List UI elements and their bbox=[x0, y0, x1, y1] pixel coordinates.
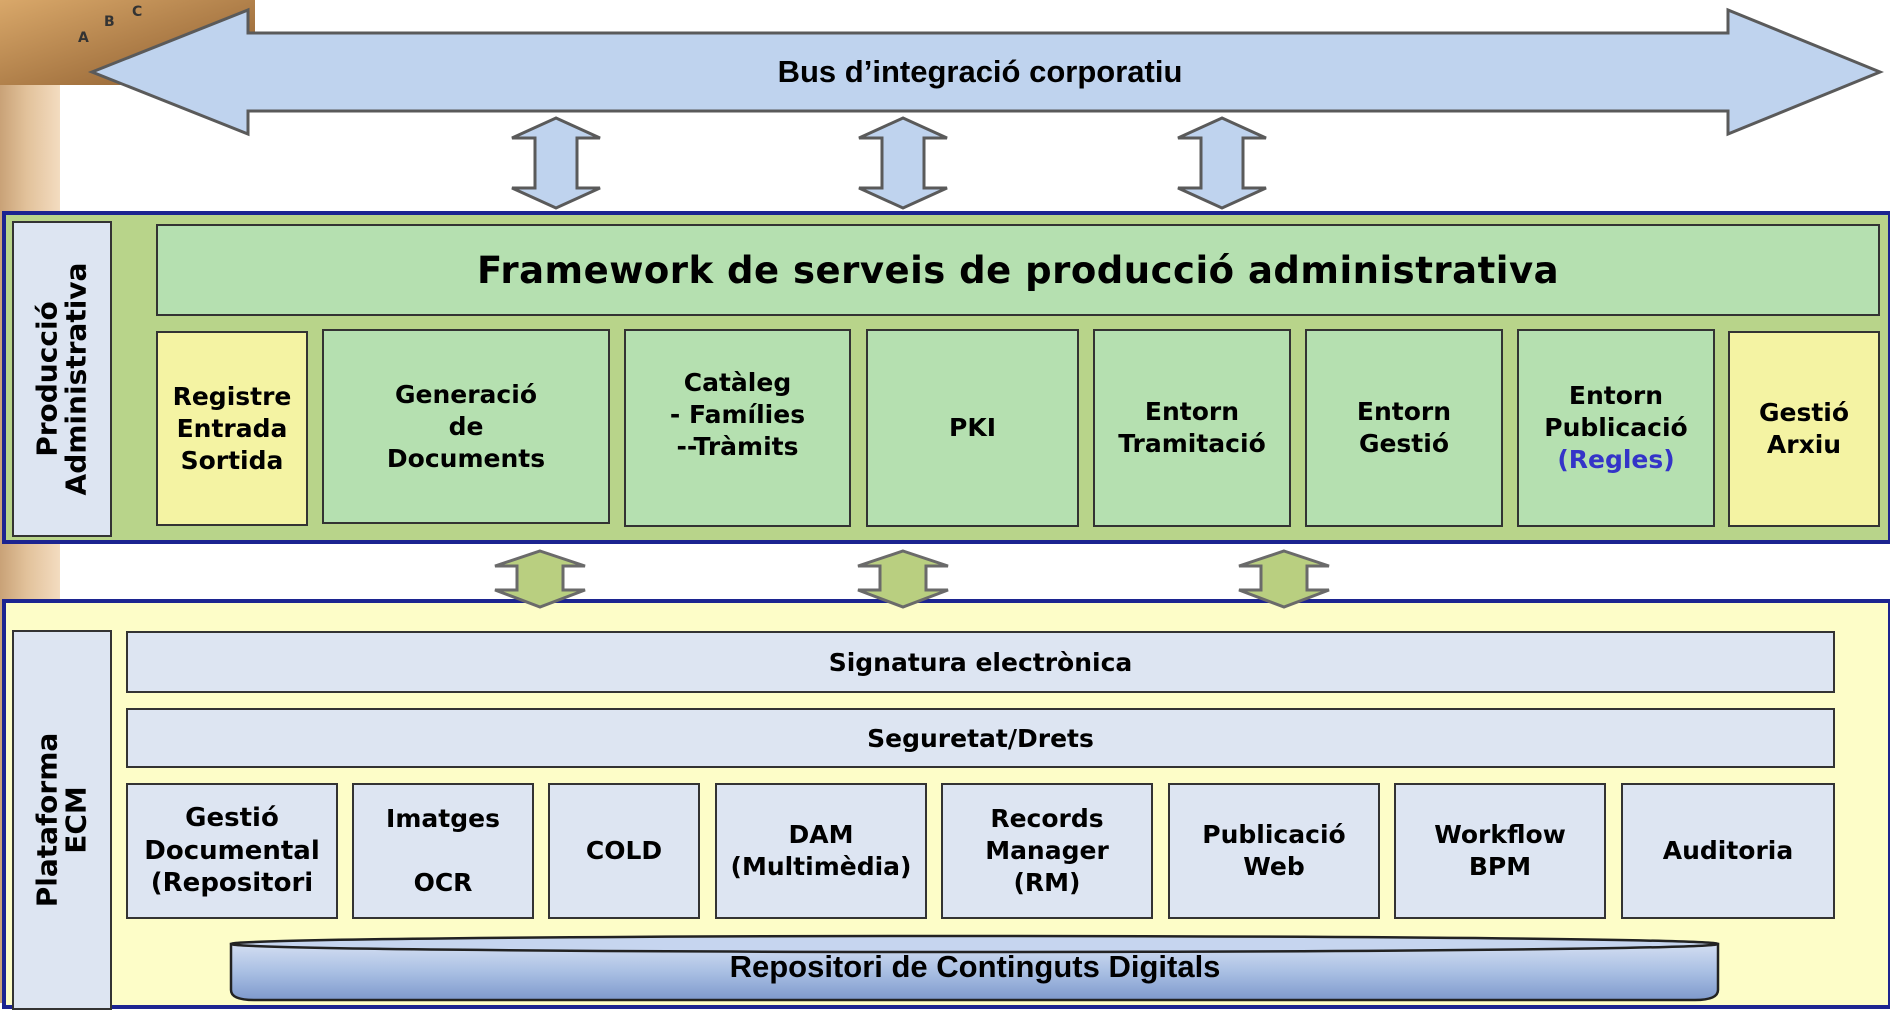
deco-card-b: B bbox=[104, 14, 115, 30]
ecm-side-label-line1: Plataforma bbox=[30, 732, 64, 908]
repositori-cylinder bbox=[229, 934, 1720, 1002]
module-cataleg: Catàleg- Famílies--Tràmits bbox=[624, 329, 851, 527]
ecm-link-arrow-2 bbox=[857, 549, 949, 609]
deco-card-a: A bbox=[78, 30, 89, 46]
ecm-link-arrow-1 bbox=[494, 549, 586, 609]
bus-link-arrow-3 bbox=[1177, 116, 1267, 210]
produccio-side-label-line1: Producció bbox=[30, 301, 64, 457]
framework-title: Framework de serveis de producció admini… bbox=[156, 224, 1880, 316]
produccio-side-label: Producció Administrativa bbox=[12, 221, 112, 537]
produccio-side-label-line2: Administrativa bbox=[60, 262, 93, 496]
bus-double-arrow bbox=[87, 7, 1884, 137]
bus-link-arrow-1 bbox=[511, 116, 601, 210]
deco-card-c: C bbox=[132, 4, 142, 20]
ecm-side-label: Plataforma ECM bbox=[12, 630, 112, 1010]
module-pki: PKI bbox=[866, 329, 1079, 527]
bus-label: Bus d’integració corporatiu bbox=[777, 54, 1183, 89]
bus-arrow-layer bbox=[87, 7, 1884, 210]
ecm-link-arrow-3 bbox=[1238, 549, 1330, 609]
seguretat-drets-bar: Seguretat/Drets bbox=[126, 708, 1835, 768]
ecm-side-label-line2: ECM bbox=[60, 786, 93, 854]
ecm-link-arrow-layer bbox=[494, 549, 1330, 609]
ecm-module-dam: DAM(Multimèdia) bbox=[715, 783, 927, 919]
regles-text: (Regles) bbox=[1557, 445, 1675, 474]
repositori-label: Repositori de Continguts Digitals bbox=[729, 949, 1221, 984]
signatura-electronica-bar: Signatura electrònica bbox=[126, 631, 1835, 693]
bus-link-arrow-2 bbox=[858, 116, 948, 210]
ecm-module-auditoria: Auditoria bbox=[1621, 783, 1835, 919]
ecm-module-cold: COLD bbox=[548, 783, 700, 919]
